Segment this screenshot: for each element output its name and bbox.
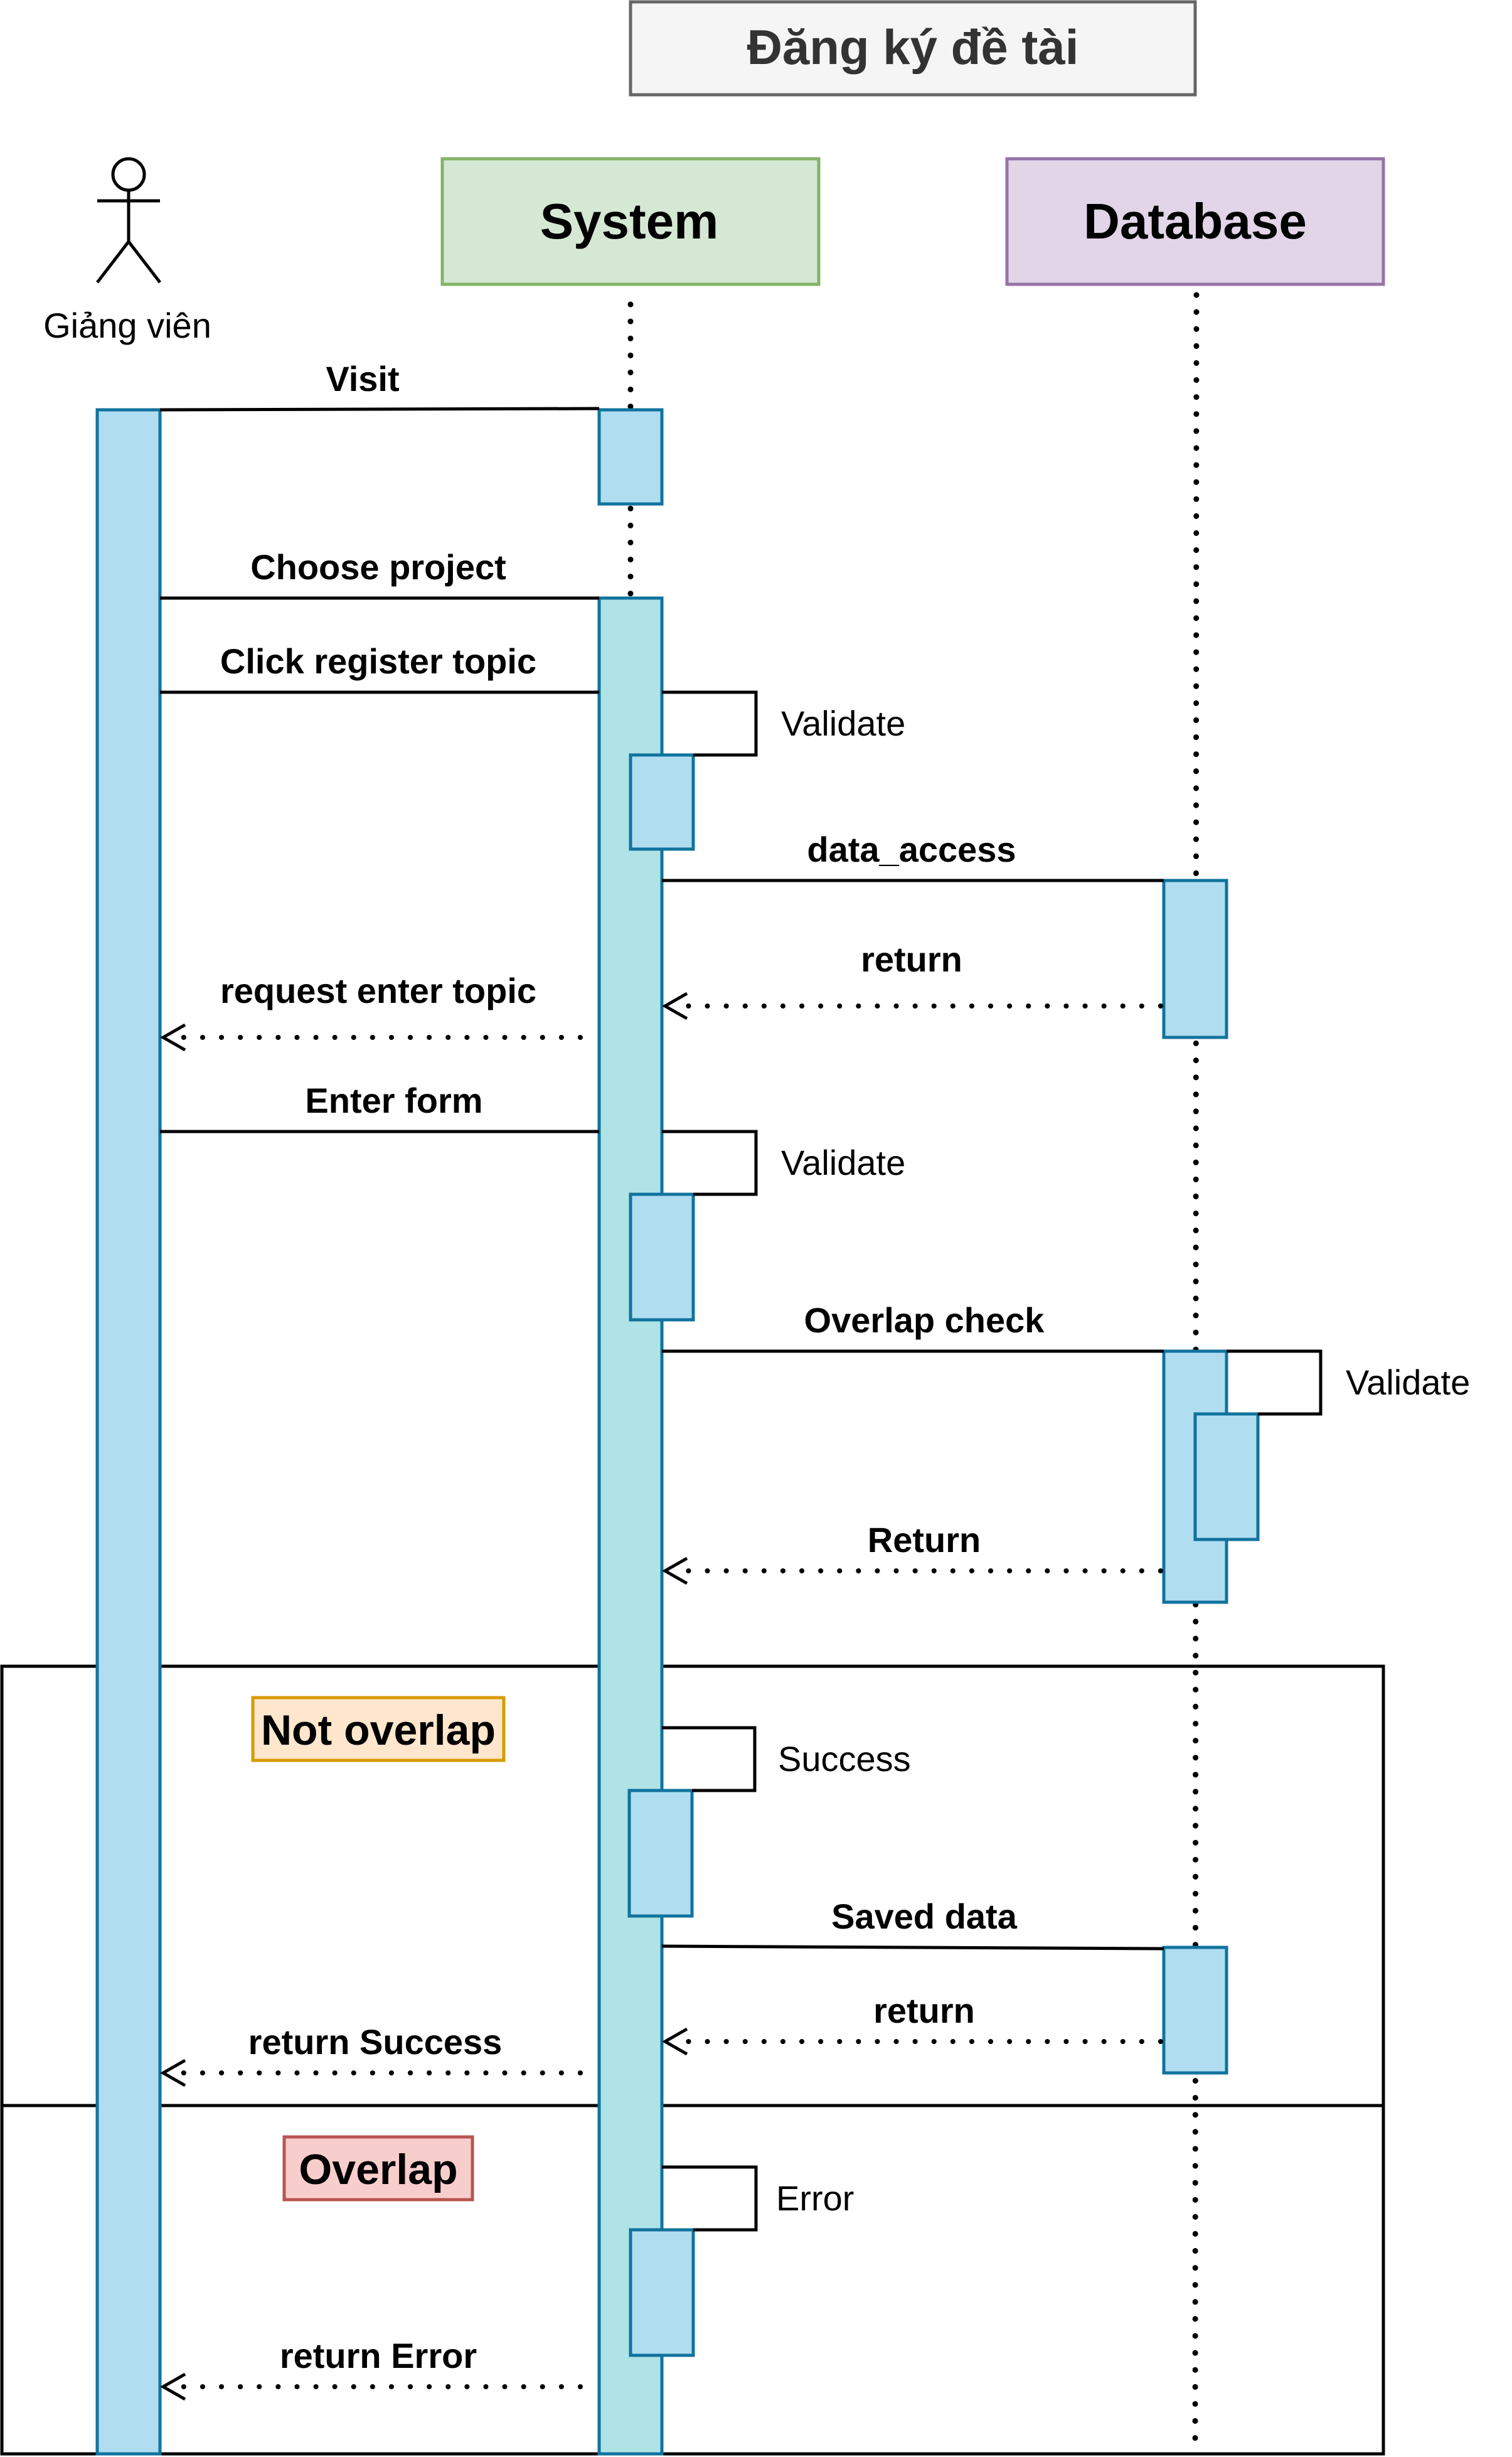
participant-system: System xyxy=(440,157,821,286)
fragment-overlap-label: Overlap xyxy=(299,2146,457,2193)
database-activation-saved-data xyxy=(1162,1946,1228,2075)
fragment-not-overlap-label: Not overlap xyxy=(261,1706,496,1754)
system-activation-success xyxy=(627,1789,694,1918)
system-activation-bar xyxy=(597,596,664,2456)
message-choose-project: Choose project xyxy=(160,547,600,600)
message-choose-project-label: Choose project xyxy=(250,547,506,587)
fragment-overlap: Overlap xyxy=(0,2104,1385,2456)
message-data-access: data_access xyxy=(662,830,1164,882)
message-enter-form-label: Enter form xyxy=(305,1081,482,1120)
participant-system-label: System xyxy=(540,193,719,249)
message-saved-data-label: Saved data xyxy=(831,1897,1018,1936)
actor-label: Giảng viên xyxy=(43,306,211,345)
database-activation-validate xyxy=(1193,1412,1260,1541)
message-request-enter-topic-label: request enter topic xyxy=(220,971,536,1010)
message-saved-data: Saved data xyxy=(661,1897,1164,1951)
system-activation-visit xyxy=(597,408,664,506)
self-message-validate-2: Validate xyxy=(662,1130,905,1196)
participant-database: Database xyxy=(1005,157,1385,286)
system-activation-error xyxy=(629,2228,695,2357)
message-click-register-topic: Click register topic xyxy=(160,641,600,694)
self-message-error-label: Error xyxy=(776,2178,854,2218)
self-message-database-validate: Validate xyxy=(1227,1349,1470,1416)
diagram-title-text: Đăng ký đề tài xyxy=(747,19,1079,75)
message-visit-label: Visit xyxy=(326,359,399,399)
self-message-database-validate-label: Validate xyxy=(1346,1362,1470,1402)
message-visit: Visit xyxy=(159,359,600,412)
message-return-error-label: return Error xyxy=(280,2336,477,2375)
system-activation-validate-1 xyxy=(629,753,695,851)
message-overlap-check: Overlap check xyxy=(662,1300,1164,1353)
self-message-validate-1: Validate xyxy=(662,690,905,757)
participant-database-label: Database xyxy=(1083,193,1307,249)
message-return-success-label: return Success xyxy=(248,2022,503,2062)
self-message-success: Success xyxy=(662,1726,911,1792)
message-return-3: return xyxy=(661,1991,1163,2056)
self-message-success-label: Success xyxy=(778,1739,911,1779)
actor-activation-bar xyxy=(95,408,162,2456)
stick-figure-icon xyxy=(96,157,161,284)
database-activation-data-access xyxy=(1162,879,1228,1039)
message-click-register-topic-label: Click register topic xyxy=(220,641,536,681)
fragment-not-overlap: Not overlap xyxy=(0,1664,1385,2107)
diagram-title: Đăng ký đề tài xyxy=(629,0,1197,97)
message-overlap-check-label: Overlap check xyxy=(804,1300,1045,1340)
message-data-access-label: data_access xyxy=(807,830,1016,869)
message-enter-form: Enter form xyxy=(160,1081,600,1133)
message-return-1-label: return xyxy=(861,939,962,979)
message-return-error: return Error xyxy=(159,2336,583,2401)
message-return-3-label: return xyxy=(873,1991,975,2030)
message-return-2-label: Return xyxy=(868,1520,981,1560)
self-message-validate-1-label: Validate xyxy=(781,704,905,743)
database-lifeline xyxy=(1192,292,1200,2457)
actor-giang-vien: Giảng viên xyxy=(43,157,211,345)
self-message-error: Error xyxy=(662,2165,854,2232)
system-activation-validate-2 xyxy=(629,1192,695,1322)
self-message-validate-2-label: Validate xyxy=(781,1143,905,1182)
message-request-enter-topic: request enter topic xyxy=(159,971,583,1052)
message-return-success: return Success xyxy=(159,2022,583,2087)
message-return-1: return xyxy=(661,939,1163,1020)
message-return-2: Return xyxy=(661,1520,1163,1585)
